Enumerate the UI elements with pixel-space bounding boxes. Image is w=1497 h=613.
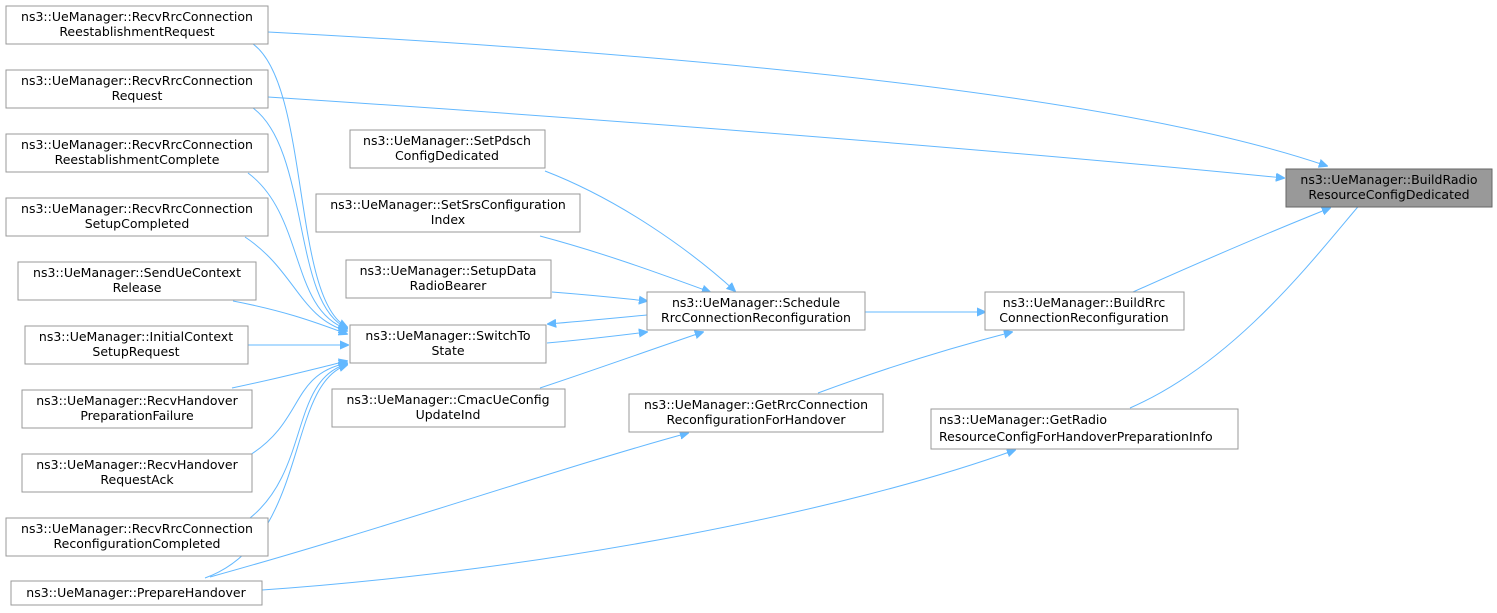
node-build-rrc-reconfig[interactable]: ns3::UeManager::BuildRrc ConnectionRecon… <box>984 291 1185 331</box>
node-recv-handover-request-ack-line-1: ns3::UeManager::RecvHandover <box>36 457 238 472</box>
nodes: ns3::UeManager::BuildRadio ResourceConfi… <box>5 5 1493 606</box>
node-send-ue-context-release[interactable]: ns3::UeManager::SendUeContext Release <box>17 261 257 301</box>
node-setup-data-radio-bearer-line-2: RadioBearer <box>410 278 488 293</box>
node-build-rrc-reconfig-line-1: ns3::UeManager::BuildRrc <box>1003 295 1166 310</box>
edge-recv-reest-req-to-build-radio <box>267 31 1327 166</box>
node-recv-handover-request-ack[interactable]: ns3::UeManager::RecvHandover RequestAck <box>21 453 253 493</box>
node-recv-handover-prep-failure-line-2: PreparationFailure <box>80 408 194 423</box>
node-recv-setup-completed-line-2: SetupCompleted <box>85 216 190 231</box>
node-cmac-ue-config-line-2: UpdateInd <box>416 407 481 422</box>
node-recv-req-line-2: Request <box>112 88 163 103</box>
node-get-rrc-reconfig-handover-line-1: ns3::UeManager::GetRrcConnection <box>644 397 868 412</box>
node-recv-setup-completed[interactable]: ns3::UeManager::RecvRrcConnection SetupC… <box>5 197 269 237</box>
node-build-radio[interactable]: ns3::UeManager::BuildRadio ResourceConfi… <box>1285 168 1493 208</box>
node-build-radio-line-2: ResourceConfigDedicated <box>1308 187 1469 202</box>
node-switch-to-state-line-2: State <box>431 343 464 358</box>
edge-recv-request-ack-to-switch <box>249 363 347 456</box>
edge-set-srs-to-schedule <box>539 235 710 292</box>
node-recv-reest-req-line-2: ReestablishmentRequest <box>59 24 214 39</box>
node-setup-data-radio-bearer[interactable]: ns3::UeManager::SetupData RadioBearer <box>345 259 552 299</box>
node-send-ue-context-release-line-2: Release <box>113 280 162 295</box>
edge-set-pdsch-to-schedule <box>544 170 735 291</box>
node-initial-context-setup-line-1: ns3::UeManager::InitialContext <box>39 329 233 344</box>
edges <box>204 31 1368 591</box>
node-set-pdsch[interactable]: ns3::UeManager::SetPdsch ConfigDedicated <box>349 129 546 169</box>
node-set-srs-line-1: ns3::UeManager::SetSrsConfiguration <box>330 197 566 212</box>
node-switch-to-state[interactable]: ns3::UeManager::SwitchTo State <box>349 324 547 364</box>
edge-recv-prep-failure-to-switch <box>231 361 347 389</box>
node-schedule-reconfig-line-1: ns3::UeManager::Schedule <box>672 295 840 310</box>
node-recv-reconfig-completed-line-2: ReconfigurationCompleted <box>54 536 221 551</box>
node-initial-context-setup-line-2: SetupRequest <box>92 344 179 359</box>
edge-schedule-to-switch <box>548 314 648 324</box>
node-prepare-handover-line-1: ns3::UeManager::PrepareHandover <box>26 585 246 600</box>
edge-get-rrc-handover-to-build-rrc <box>817 332 1012 394</box>
edge-switch-to-schedule <box>546 332 647 344</box>
node-set-pdsch-line-1: ns3::UeManager::SetPdsch <box>363 133 531 148</box>
edge-setup-data-to-schedule <box>551 291 647 301</box>
node-set-srs-line-2: Index <box>431 212 465 227</box>
edge-prepare-handover-to-get-rrc-handover <box>209 433 688 578</box>
node-build-radio-line-1: ns3::UeManager::BuildRadio <box>1300 172 1477 187</box>
node-recv-req-line-1: ns3::UeManager::RecvRrcConnection <box>21 73 253 88</box>
node-cmac-ue-config-line-1: ns3::UeManager::CmacUeConfig <box>346 392 549 407</box>
node-recv-reest-req[interactable]: ns3::UeManager::RecvRrcConnection Reesta… <box>5 5 269 45</box>
node-recv-reest-complete-line-1: ns3::UeManager::RecvRrcConnection <box>21 137 253 152</box>
node-set-srs[interactable]: ns3::UeManager::SetSrsConfiguration Inde… <box>315 193 581 233</box>
node-recv-handover-prep-failure[interactable]: ns3::UeManager::RecvHandover Preparation… <box>21 389 253 429</box>
node-recv-req[interactable]: ns3::UeManager::RecvRrcConnection Reques… <box>5 69 269 109</box>
edge-recv-req-to-switch <box>252 107 347 328</box>
node-get-rrc-reconfig-handover-line-2: ReconfigurationForHandover <box>666 412 846 427</box>
node-recv-reconfig-completed[interactable]: ns3::UeManager::RecvRrcConnection Reconf… <box>5 517 269 557</box>
node-recv-reest-complete-line-2: ReestablishmentComplete <box>55 152 220 167</box>
edge-recv-reest-complete-to-switch <box>247 172 347 329</box>
node-cmac-ue-config[interactable]: ns3::UeManager::CmacUeConfig UpdateInd <box>331 388 566 428</box>
edge-send-release-to-switch <box>232 300 347 334</box>
edge-cmac-to-schedule <box>539 332 703 389</box>
node-recv-handover-request-ack-line-2: RequestAck <box>100 472 174 487</box>
node-recv-handover-prep-failure-line-1: ns3::UeManager::RecvHandover <box>36 393 238 408</box>
node-prepare-handover[interactable]: ns3::UeManager::PrepareHandover <box>10 580 263 606</box>
node-schedule-reconfig-line-2: RrcConnectionReconfiguration <box>661 310 851 325</box>
edge-prepare-handover-to-get-radio <box>261 450 1015 591</box>
edge-get-radio-to-build-radio <box>1129 195 1368 409</box>
node-setup-data-radio-bearer-line-1: ns3::UeManager::SetupData <box>360 263 537 278</box>
edge-recv-setup-completed-to-switch <box>244 236 347 331</box>
edge-recv-reconfig-completed-to-switch <box>249 364 347 519</box>
node-get-radio-handover-prep-line-1: ns3::UeManager::GetRadio <box>939 412 1107 427</box>
node-initial-context-setup[interactable]: ns3::UeManager::InitialContext SetupRequ… <box>24 325 249 365</box>
node-set-pdsch-line-2: ConfigDedicated <box>395 148 499 163</box>
edge-recv-reest-req-to-switch <box>252 43 347 327</box>
node-recv-setup-completed-line-1: ns3::UeManager::RecvRrcConnection <box>21 201 253 216</box>
node-get-rrc-reconfig-handover[interactable]: ns3::UeManager::GetRrcConnection Reconfi… <box>628 393 884 433</box>
edge-build-rrc-to-build-radio <box>1132 208 1330 293</box>
edge-recv-req-to-build-radio <box>267 96 1284 178</box>
node-recv-reest-complete[interactable]: ns3::UeManager::RecvRrcConnection Reesta… <box>5 133 269 173</box>
node-get-radio-handover-prep[interactable]: ns3::UeManager::GetRadio ResourceConfigF… <box>930 408 1239 450</box>
node-schedule-reconfig[interactable]: ns3::UeManager::Schedule RrcConnectionRe… <box>646 291 866 331</box>
node-build-rrc-reconfig-line-2: ConnectionReconfiguration <box>999 310 1168 325</box>
node-recv-reconfig-completed-line-1: ns3::UeManager::RecvRrcConnection <box>21 521 253 536</box>
node-send-ue-context-release-line-1: ns3::UeManager::SendUeContext <box>33 265 241 280</box>
node-switch-to-state-line-1: ns3::UeManager::SwitchTo <box>365 328 530 343</box>
node-recv-reest-req-line-1: ns3::UeManager::RecvRrcConnection <box>21 9 253 24</box>
node-get-radio-handover-prep-line-2: ResourceConfigForHandoverPreparationInfo <box>939 429 1213 444</box>
edge-prepare-handover-to-switch <box>204 365 347 579</box>
